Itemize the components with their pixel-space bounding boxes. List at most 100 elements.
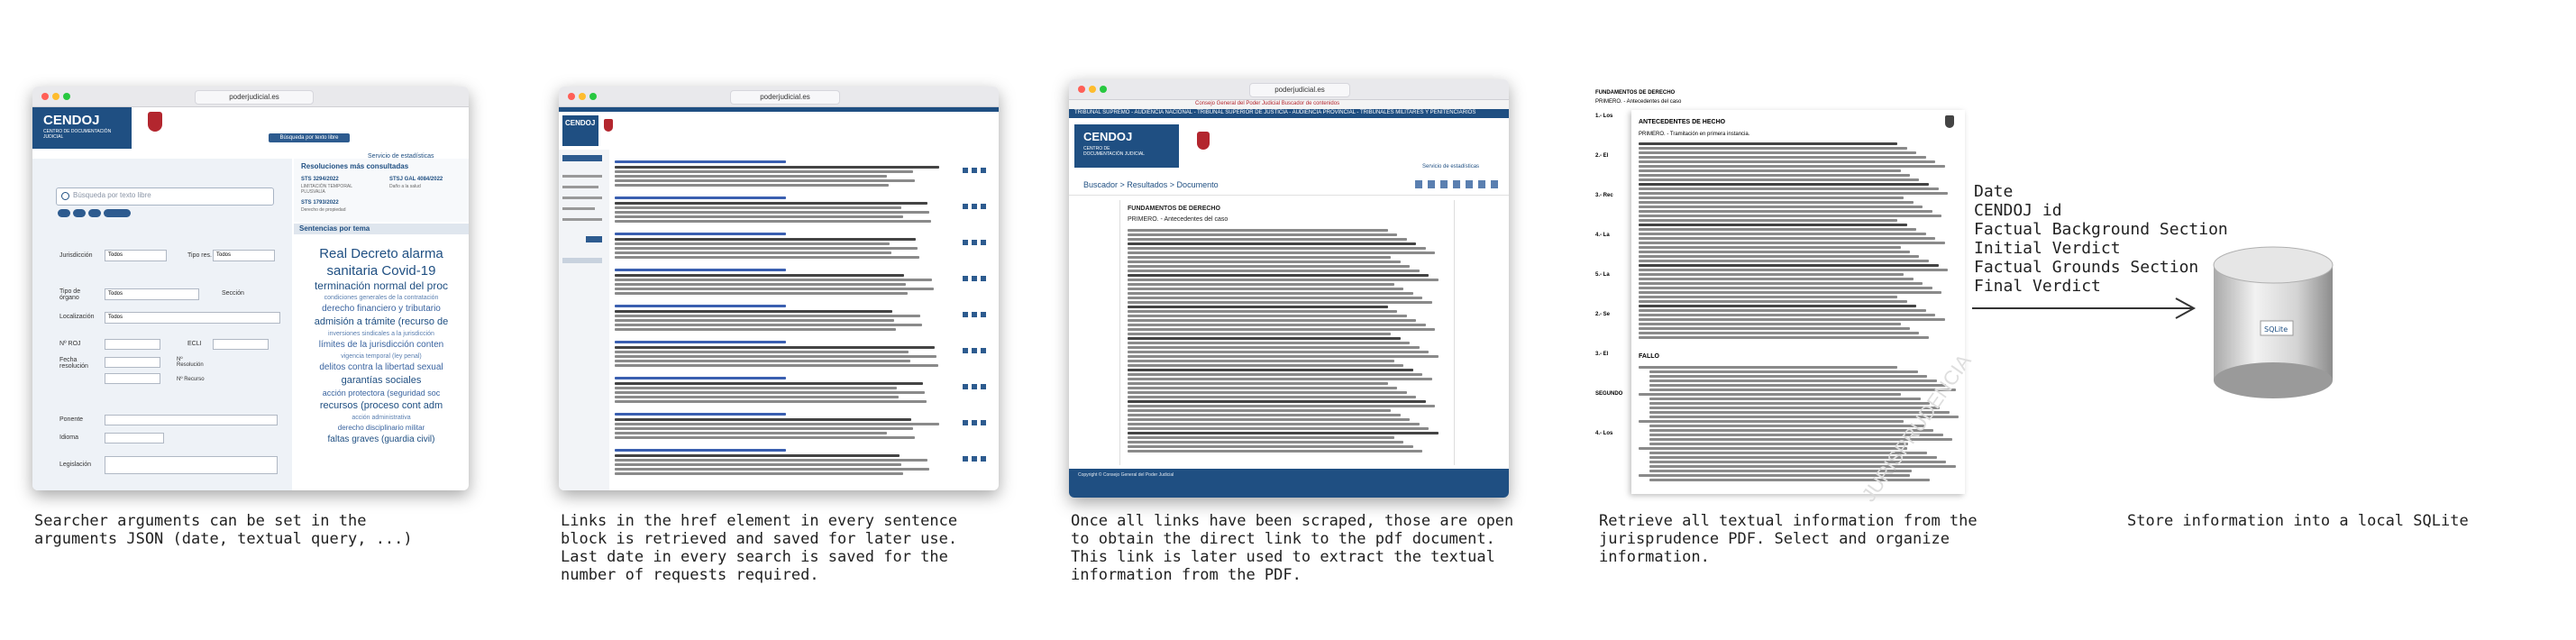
result-actions-icon[interactable]	[963, 456, 990, 462]
results-list	[615, 159, 993, 483]
cloud-term[interactable]: derecho disciplinario militar	[337, 424, 425, 432]
toolbar-icons[interactable]	[1415, 180, 1502, 188]
search-chips[interactable]	[58, 209, 148, 218]
stats-link[interactable]: Servicio de estadísticas	[368, 153, 434, 160]
result-link[interactable]	[615, 305, 786, 307]
form-label-roj: Nº ROJ	[59, 341, 81, 347]
minimize-icon[interactable]	[52, 93, 59, 100]
form-select-tipo-organo[interactable]: Todos	[105, 288, 199, 300]
result-link[interactable]	[615, 377, 786, 379]
form-select-localizacion[interactable]: Todos	[105, 312, 280, 324]
breadcrumb[interactable]: Buscador > Resultados > Documento	[1083, 180, 1219, 189]
result-actions-icon[interactable]	[963, 348, 990, 353]
form-input-ponente[interactable]	[105, 415, 278, 425]
zoom-icon[interactable]	[1100, 86, 1107, 93]
crest-icon	[604, 119, 613, 132]
filter-item[interactable]	[562, 197, 602, 199]
result-link[interactable]	[615, 233, 786, 235]
cloud-term[interactable]: acción administrativa	[352, 415, 411, 421]
result-snippet-line	[615, 242, 890, 245]
result-block[interactable]	[615, 375, 993, 407]
text-line	[1639, 287, 1932, 289]
cloud-term[interactable]: sanitaria Covid-19	[326, 263, 436, 279]
zoom-icon[interactable]	[63, 93, 70, 100]
result-block[interactable]	[615, 231, 993, 263]
result-link[interactable]	[615, 197, 786, 199]
result-block[interactable]	[615, 447, 993, 480]
cendoj-logo[interactable]: CENDOJ	[562, 115, 598, 146]
cloud-term[interactable]: admisión a trámite (recurso de	[314, 316, 449, 327]
filter-item[interactable]	[562, 218, 602, 221]
close-icon[interactable]	[568, 93, 575, 100]
form-input-ecli[interactable]	[213, 339, 269, 350]
form-select-idioma[interactable]	[105, 433, 164, 443]
cloud-term[interactable]: condiciones generales de la contratación	[324, 295, 439, 301]
cendoj-logo[interactable]: CENDOJ CENTRO DE DOCUMENTACIÓN JUDICIAL	[1074, 124, 1179, 168]
cloud-term[interactable]: inversiones sindicales a la jurisdicción	[328, 331, 434, 337]
result-block[interactable]	[615, 339, 993, 371]
step2-url[interactable]: poderjudicial.es	[730, 90, 840, 105]
close-icon[interactable]	[41, 93, 49, 100]
cloud-term[interactable]: acción protectora (seguridad soc	[322, 389, 441, 398]
cloud-term[interactable]: vigencia temporal (ley penal)	[341, 353, 422, 360]
cloud-term[interactable]: límites de la jurisdicción conten	[318, 340, 444, 350]
cloud-term[interactable]: faltas graves (guardia civil)	[327, 434, 435, 444]
cloud-term[interactable]: recursos (proceso cont adm	[319, 400, 443, 411]
cloud-term[interactable]: delitos contra la libertad sexual	[319, 362, 443, 372]
popular-1-id[interactable]: STS 3294/2022	[301, 177, 339, 182]
filter-item[interactable]	[562, 258, 602, 263]
step3-url[interactable]: poderjudicial.es	[1249, 83, 1350, 97]
form-select-jurisdiccion[interactable]: Todos	[105, 250, 167, 261]
filter-item[interactable]	[562, 175, 602, 178]
minimize-icon[interactable]	[579, 93, 586, 100]
result-block[interactable]	[615, 303, 993, 335]
form-label-seccion: Sección	[222, 290, 244, 297]
text-line	[1128, 324, 1426, 326]
popular-2-id[interactable]: STSJ GAL 4084/2022	[389, 177, 443, 182]
result-link[interactable]	[615, 449, 786, 452]
search-input[interactable]: Búsqueda por texto libre	[56, 187, 274, 206]
form-input-legislacion[interactable]	[105, 456, 278, 474]
cloud-term[interactable]: derecho financiero y tributario	[322, 304, 441, 314]
footer: Copyright © Consejo General del Poder Ju…	[1069, 469, 1509, 498]
cloud-term[interactable]: garantías sociales	[341, 375, 422, 386]
result-block[interactable]	[615, 159, 993, 191]
nav-strip[interactable]: TRIBUNAL SUPREMO - AUDIENCIA NACIONAL - …	[1069, 109, 1509, 118]
form-select-tipo-res[interactable]: Todos	[213, 250, 275, 261]
cendoj-logo[interactable]: CENDOJ CENTRO DE DOCUMENTACIÓN JUDICIAL	[32, 107, 132, 149]
zoom-icon[interactable]	[589, 93, 597, 100]
result-actions-icon[interactable]	[963, 240, 990, 245]
login-button[interactable]: Búsqueda por texto libre	[269, 133, 350, 142]
date-from-input[interactable]	[105, 357, 160, 368]
result-actions-icon[interactable]	[963, 420, 990, 425]
result-actions-icon[interactable]	[963, 384, 990, 389]
result-actions-icon[interactable]	[963, 276, 990, 281]
minimize-icon[interactable]	[1089, 86, 1096, 93]
date-to-input[interactable]	[105, 373, 160, 384]
result-block[interactable]	[615, 411, 993, 443]
cloud-term[interactable]: Real Decreto alarma	[319, 246, 443, 261]
result-block[interactable]	[615, 195, 993, 227]
result-block[interactable]	[615, 267, 993, 299]
text-line	[1128, 418, 1410, 421]
result-link[interactable]	[615, 341, 786, 343]
text-line	[1639, 178, 1919, 181]
close-icon[interactable]	[1078, 86, 1085, 93]
result-actions-icon[interactable]	[963, 312, 990, 317]
result-link[interactable]	[615, 160, 786, 163]
step1-url[interactable]: poderjudicial.es	[195, 90, 314, 105]
step2-caption: Links in the href element in every sente…	[561, 512, 958, 584]
filter-item[interactable]	[562, 207, 595, 210]
tab-sentencias[interactable]: Sentencias por tema	[294, 224, 469, 234]
filter-apply-button[interactable]	[586, 236, 602, 242]
filter-item[interactable]	[562, 186, 598, 188]
form-input-roj[interactable]	[105, 339, 160, 350]
step2-nav-strip	[559, 107, 999, 112]
result-link[interactable]	[615, 413, 786, 416]
cloud-term[interactable]: terminación normal del proc	[314, 279, 449, 292]
result-actions-icon[interactable]	[963, 204, 990, 209]
stats-link[interactable]: Servicio de estadísticas	[1422, 164, 1480, 169]
result-link[interactable]	[615, 269, 786, 271]
result-actions-icon[interactable]	[963, 168, 990, 173]
popular-3-id[interactable]: STS 1793/2022	[301, 200, 339, 206]
